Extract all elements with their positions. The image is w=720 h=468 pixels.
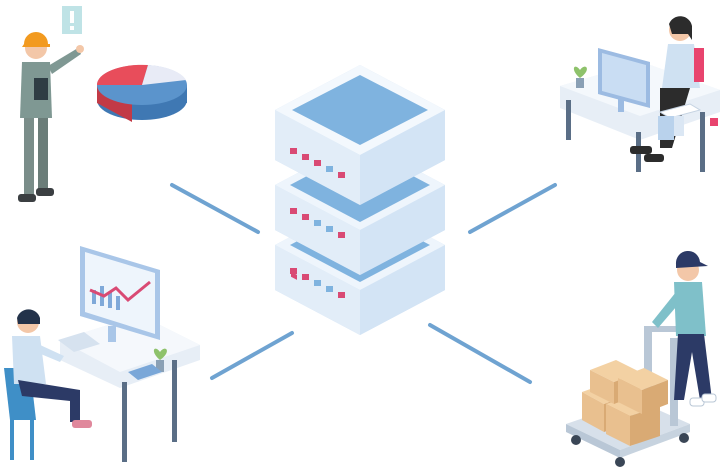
pie-chart-icon	[96, 64, 187, 122]
connector-to-analyst	[210, 331, 294, 380]
analyst-computer-chart-icon	[4, 246, 200, 462]
delivery-worker-cart-icon	[566, 250, 717, 467]
connector-to-inspector	[170, 183, 260, 234]
server-layer-top	[275, 65, 445, 205]
inspector-figure	[18, 32, 84, 202]
line-chart-icon	[89, 280, 151, 310]
office-worker-desk-icon	[560, 16, 720, 172]
connector-to-office-desk	[468, 183, 557, 234]
connector-lines	[170, 183, 557, 384]
cardboard-boxes-icon	[582, 360, 668, 446]
server-indicator-lights	[290, 148, 345, 298]
alert-sign-icon	[62, 6, 82, 34]
connector-to-delivery	[428, 323, 532, 384]
server-stack-icon	[275, 65, 445, 335]
worker-with-pie-chart-icon	[18, 6, 187, 202]
